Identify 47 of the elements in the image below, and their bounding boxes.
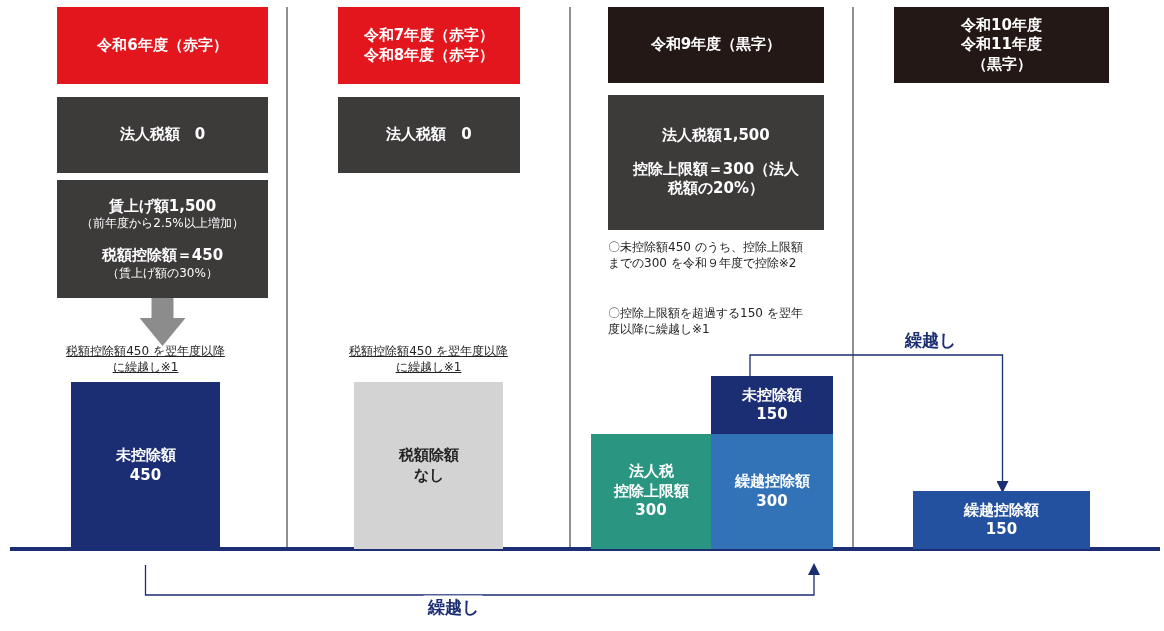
carryover-note: 税額控除額450 を翌年度以降に繰越し※1: [66, 344, 225, 376]
year-header: [338, 7, 520, 84]
amount-bar: [913, 491, 1090, 549]
year-header: [57, 7, 268, 84]
box-text: 控除上限額: [613, 481, 689, 502]
year-header: [608, 7, 824, 83]
carryover-note: 税額控除額450 を翌年度以降に繰越し※1: [349, 344, 508, 376]
box-text: 令和9年度（黒字）: [650, 35, 782, 55]
note-text: 〇控除上限額を超過する150 を翌年度以降に繰越し※1: [608, 306, 804, 338]
box-text: なし: [413, 465, 444, 485]
amount-bar: [591, 434, 711, 549]
amount-bar: [711, 434, 833, 549]
box-text: （前年度から2.5%以上増加）: [81, 216, 244, 232]
box-text: 法人税額1,500: [662, 126, 770, 146]
tax-box: [338, 97, 520, 173]
wage-box: [57, 180, 268, 298]
box-text: 控除上限額＝300（法人税額の20%）: [631, 159, 801, 199]
box-text: 賃上げ額1,500: [108, 196, 217, 217]
box-text: （黒字）: [971, 54, 1032, 75]
carryover-arrow: [749, 354, 1009, 493]
box-text: 法人税額 0: [119, 125, 206, 145]
box-text: 150: [985, 520, 1018, 540]
box-text: 令和8年度（赤字）: [363, 45, 495, 65]
amount-bar: [711, 376, 833, 434]
box-text: 令和6年度（赤字）: [97, 35, 228, 56]
box-text: 300: [635, 501, 667, 521]
box-text: 令和7年度（赤字）: [363, 26, 495, 46]
tax-box: [608, 95, 824, 230]
box-text: 150: [756, 405, 788, 425]
tax-box: [57, 97, 268, 173]
box-text: 未控除額: [115, 446, 176, 466]
box-text: （賃上げ額の30%）: [107, 265, 218, 282]
box-text: 繰越控除額: [964, 500, 1039, 520]
box-text: 税額控除額＝450: [101, 246, 224, 266]
year-header: [894, 7, 1109, 83]
carryover-arrow: [144, 563, 820, 596]
box-text: 法人税額 0: [386, 125, 472, 145]
box-text: 300: [756, 491, 788, 511]
box-text: 繰越控除額: [734, 472, 810, 492]
box-text: 法人税: [628, 462, 674, 482]
box-text: 450: [129, 465, 162, 485]
note-text: 〇未控除額450 のうち、控除上限額までの300 を令和９年度で控除※2: [608, 240, 804, 272]
box-text: 未控除額: [742, 385, 802, 405]
block-arrow: [139, 298, 186, 346]
box-text: 令和10年度: [961, 15, 1042, 36]
box-text: 令和11年度: [961, 35, 1042, 55]
box-text: 税額除額: [398, 446, 459, 466]
